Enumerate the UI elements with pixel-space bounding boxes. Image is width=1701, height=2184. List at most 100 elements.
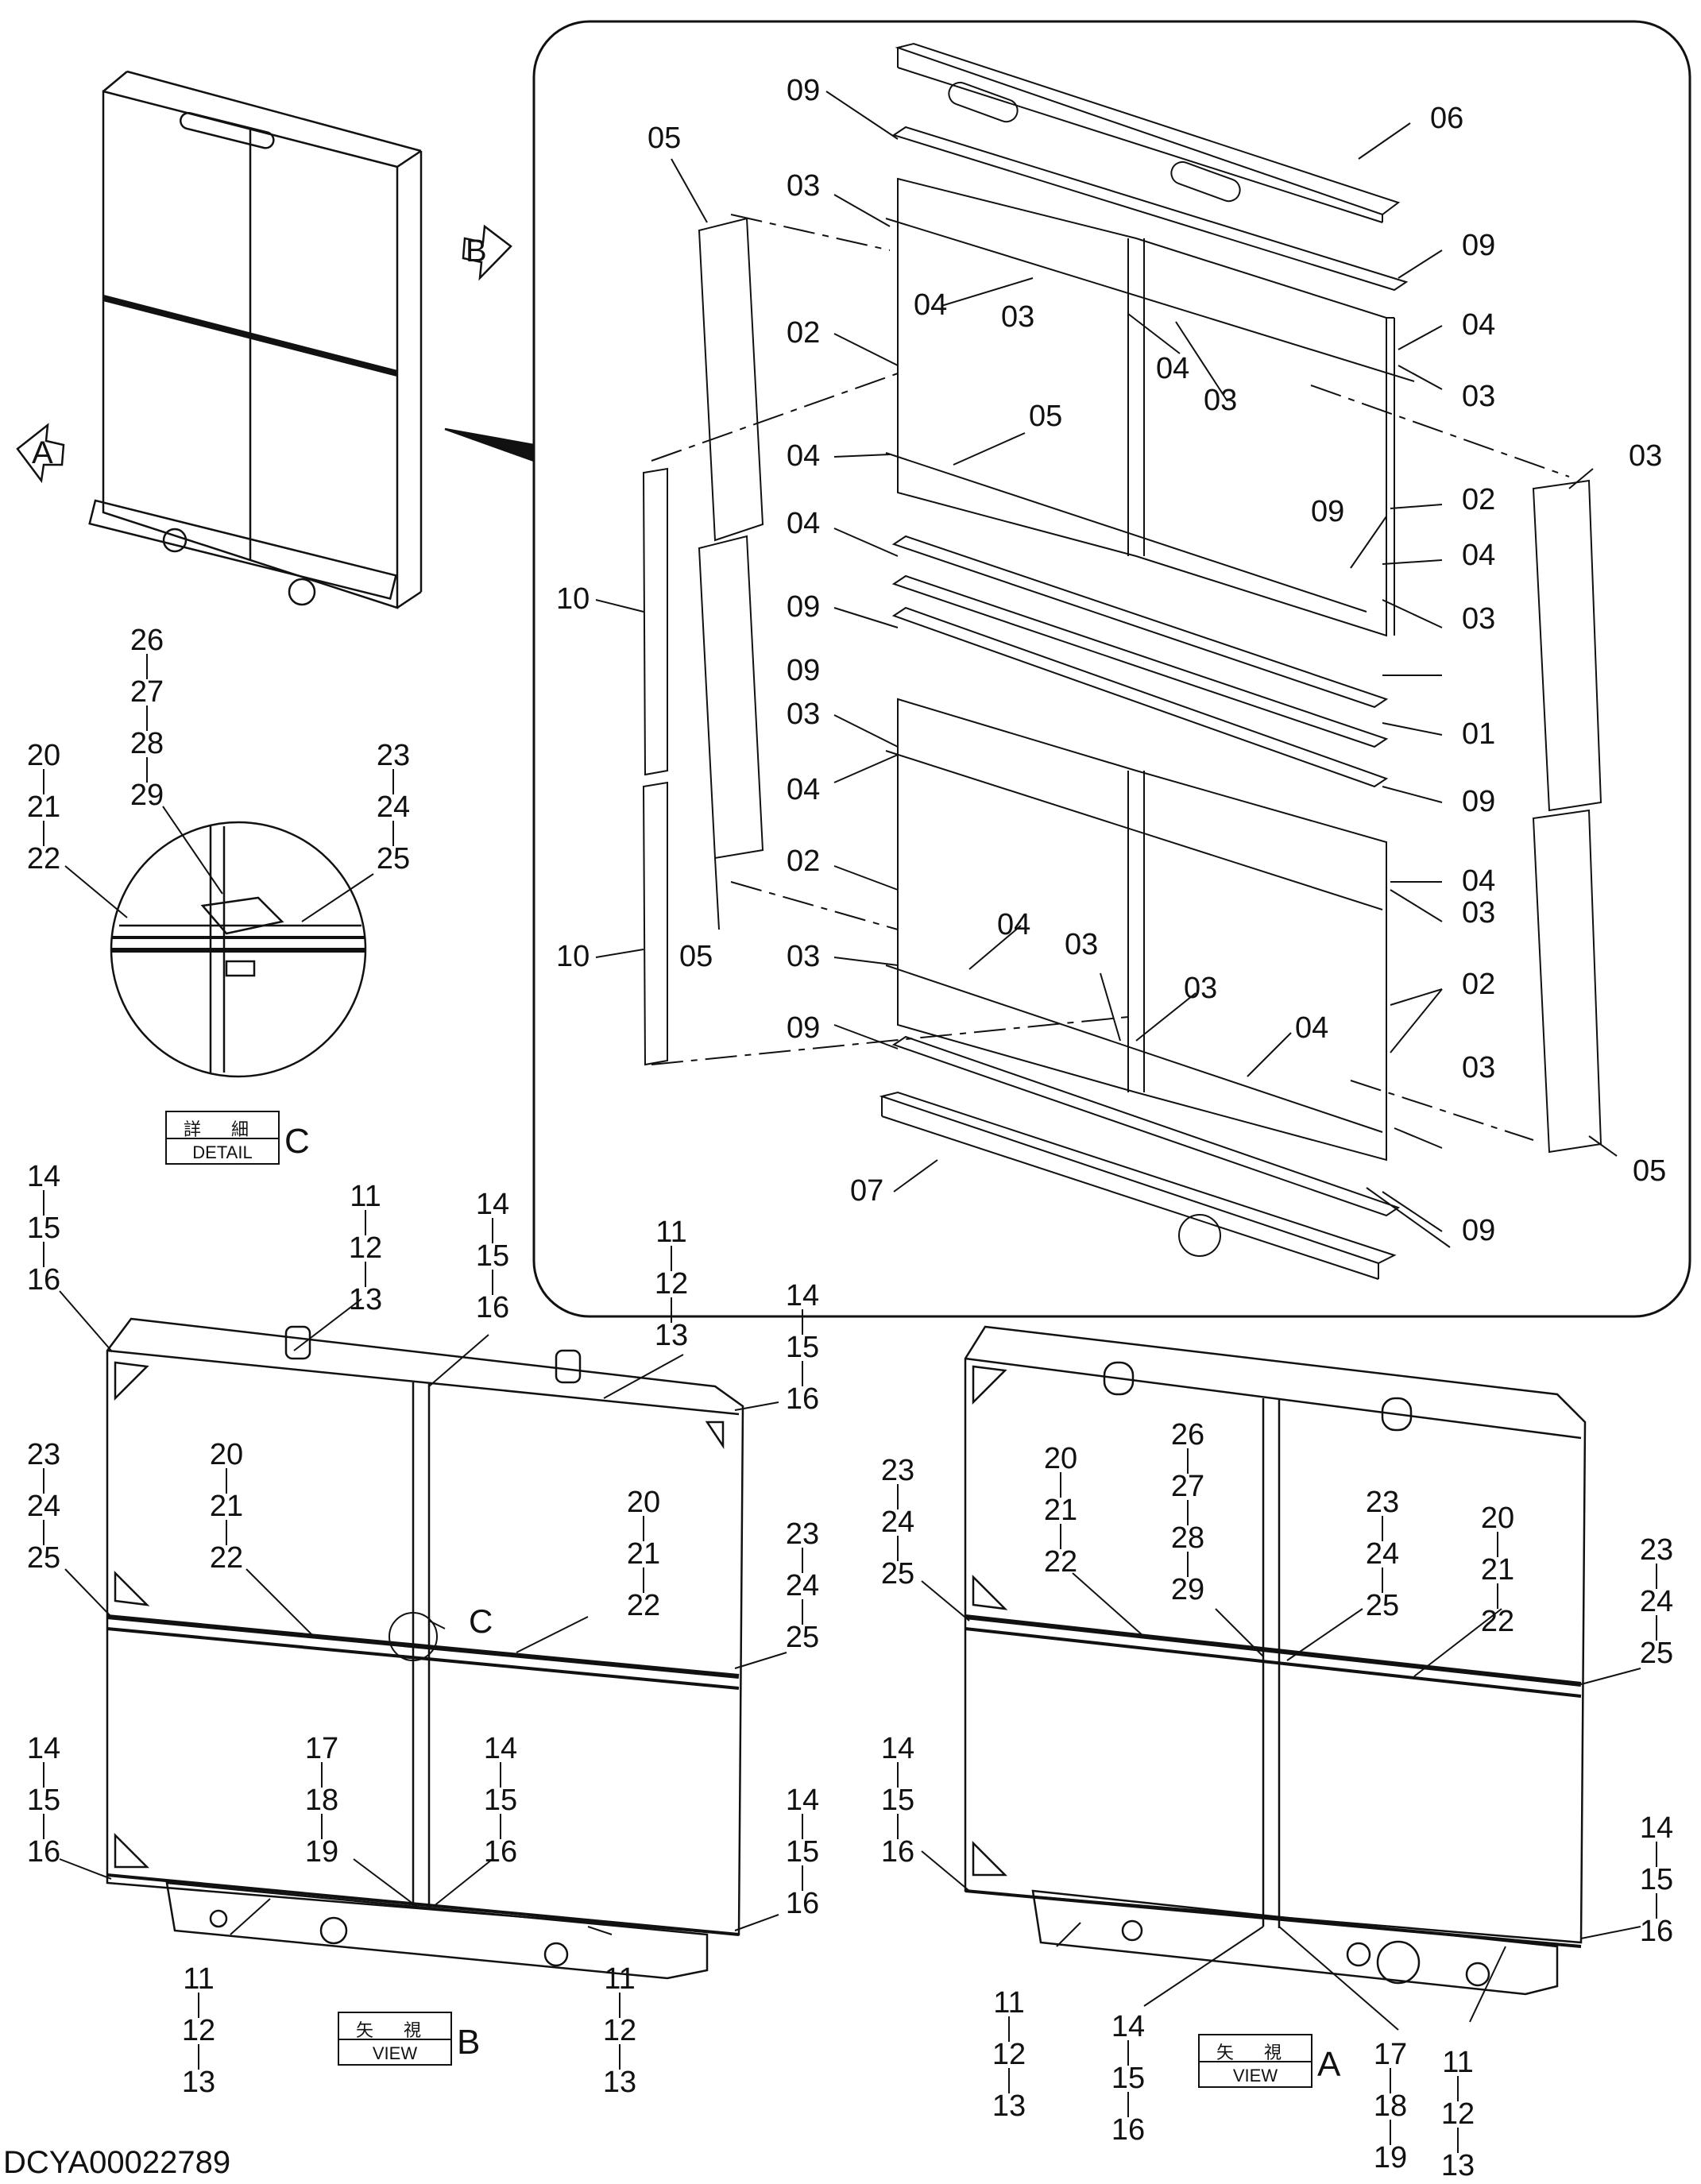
part-number: 23: [1365, 1486, 1400, 1519]
stack-divider: [146, 705, 148, 731]
part-number: 23: [376, 739, 411, 772]
part-number: 26: [130, 624, 164, 657]
stack-divider: [619, 1993, 620, 2018]
stack-divider: [1008, 2016, 1010, 2042]
view-a-box: 矢 視 VIEW A: [1198, 2034, 1340, 2088]
stack-divider: [1382, 1516, 1383, 1541]
exploded-part-label: 09: [1311, 495, 1345, 528]
part-number: 23: [880, 1454, 915, 1487]
part-number: 13: [602, 2066, 637, 2099]
exploded-components: [642, 42, 1602, 1280]
view-b-marker: B: [466, 234, 487, 269]
exploded-part-label: 09: [787, 1011, 821, 1045]
part-number: 14: [26, 1160, 61, 1193]
part-number: 22: [626, 1589, 661, 1622]
exploded-part-label: 04: [1462, 539, 1496, 572]
stack-divider: [1497, 1532, 1498, 1557]
stack-divider: [1656, 1615, 1657, 1641]
stack-divider: [1656, 1893, 1657, 1919]
stack-divider: [146, 654, 148, 679]
stack-divider: [1060, 1472, 1061, 1498]
exploded-pointer: [444, 427, 535, 462]
view-a-tag: A: [1317, 2045, 1341, 2084]
stack-divider: [1457, 2076, 1459, 2101]
stack-divider: [1656, 1564, 1657, 1589]
part-number: 25: [376, 842, 411, 876]
detail-c-box: 詳 細 DETAIL C: [165, 1111, 310, 1165]
exploded-part-label: 03: [787, 169, 821, 203]
part-number: 21: [1480, 1553, 1515, 1587]
part-number: 17: [304, 1732, 339, 1765]
part-number: 14: [26, 1732, 61, 1765]
document-id: DCYA00022789: [3, 2145, 231, 2180]
stack-divider: [43, 1242, 44, 1267]
part-number: 24: [880, 1506, 915, 1539]
exploded-part-label: 05: [1633, 1154, 1667, 1188]
stack-divider: [492, 1218, 493, 1243]
exploded-view-frame: [532, 20, 1691, 1318]
part-number: 22: [1480, 1605, 1515, 1638]
part-number: 26: [1170, 1418, 1205, 1451]
stack-divider: [321, 1814, 323, 1839]
exploded-part-label: 07: [850, 1174, 884, 1208]
part-callout-stack: 23 24 25: [365, 739, 421, 876]
part-number: 14: [475, 1188, 510, 1221]
view-a-marker: A: [32, 435, 53, 470]
exploded-part-label: 10: [556, 940, 590, 973]
stack-divider: [43, 1520, 44, 1545]
exploded-part-label: 03: [787, 698, 821, 731]
stack-divider: [146, 757, 148, 783]
part-number: 13: [654, 1319, 689, 1352]
stack-divider: [198, 1993, 199, 2018]
part-number: 13: [181, 2066, 216, 2099]
view-b-box: 矢 視 VIEW B: [338, 2012, 480, 2066]
part-number: 24: [376, 790, 411, 824]
stack-divider: [1127, 2040, 1129, 2066]
view-a-radiator: [964, 1325, 1587, 1996]
stack-divider: [1390, 2120, 1391, 2145]
exploded-part-label: 09: [1462, 1214, 1496, 1247]
exploded-part-label: 04: [1462, 308, 1496, 342]
exploded-part-label: 03: [1065, 928, 1099, 961]
detail-c-callout: C: [469, 1602, 493, 1640]
part-number: 23: [26, 1438, 61, 1471]
exploded-part-label: 03: [1184, 972, 1218, 1005]
stack-divider: [1497, 1583, 1498, 1609]
stack-divider: [897, 1762, 899, 1788]
part-number: 19: [304, 1835, 339, 1869]
view-a-en: VIEW: [1232, 2066, 1278, 2085]
part-number: 15: [1111, 2062, 1146, 2095]
part-number: 15: [1639, 1863, 1674, 1896]
part-number: 21: [1043, 1494, 1078, 1527]
exploded-part-label: 03: [787, 940, 821, 973]
view-b-arrow: [462, 224, 512, 281]
exploded-part-label: 09: [1462, 229, 1496, 262]
overview-radiator-drawing: [88, 70, 423, 609]
part-number: 29: [1170, 1573, 1205, 1606]
stack-divider: [321, 1762, 323, 1788]
stack-divider: [226, 1468, 227, 1494]
exploded-part-label: 09: [787, 590, 821, 624]
stack-divider: [802, 1599, 803, 1625]
part-number: 11: [350, 1180, 381, 1213]
part-number: 22: [26, 842, 61, 876]
exploded-part-label: 04: [787, 773, 821, 806]
part-number: 23: [1639, 1533, 1674, 1567]
stack-divider: [643, 1567, 644, 1593]
stack-divider: [392, 821, 394, 846]
view-b-en: VIEW: [372, 2043, 418, 2063]
exploded-part-label: 04: [1462, 864, 1496, 898]
part-number: 16: [785, 1887, 820, 1920]
